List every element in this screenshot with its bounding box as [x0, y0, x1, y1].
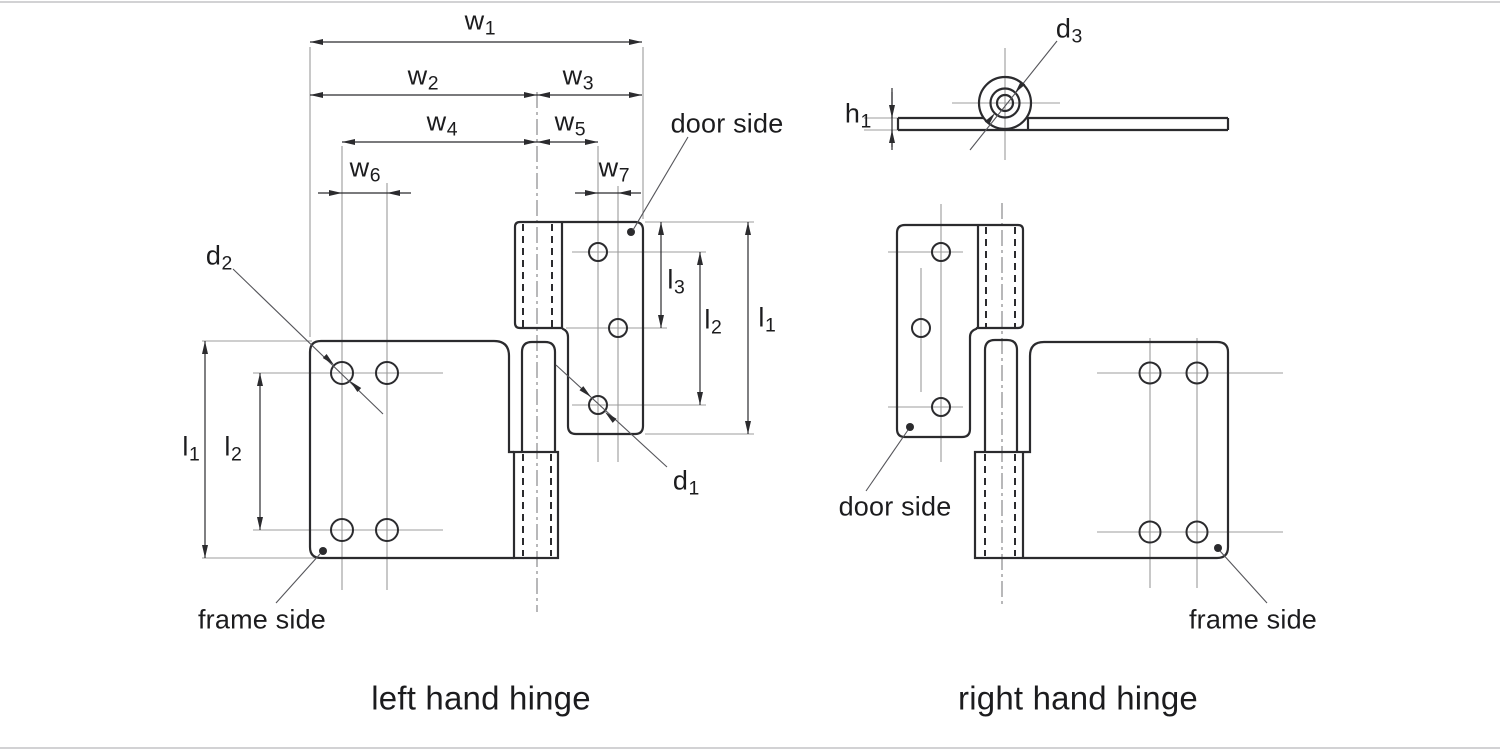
dim-label-w7: w7 [598, 152, 630, 187]
dim-label-w3: w3 [562, 60, 594, 95]
right-hinge-frame-leaf-outline [1024, 340, 1230, 560]
d3-arrowheads [984, 81, 1026, 125]
left-hinge-middle-knuckle [520, 340, 557, 452]
right-hinge-leaf-edge-profile [896, 116, 1230, 132]
dim-label-h1: h1 [844, 98, 872, 133]
door-side-label-right: door side [838, 491, 952, 522]
dim-label-l2-right: l2 [704, 304, 722, 339]
d2-arrowheads [322, 354, 362, 392]
left-hinge-front-view [202, 39, 754, 612]
dim-label-w4: w4 [426, 106, 458, 141]
left-hinge-screw-holes [330, 242, 628, 542]
right-hinge-bottom-knuckle-bore-hidden-lines [984, 454, 1016, 556]
left-hinge-frame-leaf-outline [308, 339, 514, 560]
caption-left-hand-hinge: left hand hinge [371, 679, 591, 717]
dim-label-l2-left: l2 [224, 431, 242, 466]
dim-label-w6: w6 [349, 152, 381, 187]
top-rule [0, 1, 1500, 3]
right-hinge-middle-knuckle [983, 338, 1019, 452]
dim-label-l1-right: l1 [758, 302, 776, 337]
left-hinge-leader-lines [232, 136, 689, 604]
dim-label-w5: w5 [554, 106, 586, 141]
dim-label-w2: w2 [407, 60, 439, 95]
left-hinge-bottom-knuckle-bore-hidden-lines [522, 454, 552, 556]
caption-right-hand-hinge: right hand hinge [958, 679, 1198, 717]
left-hinge-dimension-lines [202, 39, 751, 558]
left-hinge-door-leaf-outline [513, 220, 645, 436]
right-hinge-barrel-circles [977, 75, 1033, 131]
d1-arrowheads [579, 386, 617, 423]
right-hinge-leader-lines [865, 429, 1268, 604]
right-hinge-top-knuckle-bore-hidden-lines [985, 227, 1016, 328]
right-hinge-centerlines [888, 204, 1283, 588]
left-hinge-bottom-knuckle [512, 450, 560, 560]
right-hinge-screw-holes [911, 242, 1209, 544]
dim-label-d2: d2 [205, 240, 233, 275]
right-hinge-top-view [864, 40, 1230, 160]
right-hinge-bottom-knuckle [973, 450, 1025, 560]
left-hinge-top-knuckle-bore-hidden-lines [522, 224, 553, 328]
frame-side-marker-dot-left [319, 547, 327, 555]
frame-side-label-left: frame side [197, 604, 327, 635]
right-hinge-front-view [865, 203, 1283, 607]
frame-side-marker-dot-right [1214, 544, 1222, 552]
bottom-rule [0, 747, 1500, 749]
dim-label-w1: w1 [464, 5, 496, 40]
door-side-label-left: door side [670, 108, 784, 139]
dim-label-l1-left: l1 [182, 431, 200, 466]
dim-label-l3-right: l3 [667, 264, 685, 299]
left-hinge-centerlines [202, 47, 754, 590]
frame-side-label-right: frame side [1188, 604, 1318, 635]
right-hinge-door-leaf-outline [895, 223, 1025, 439]
dim-label-d1: d1 [672, 465, 700, 500]
dim-label-d3: d3 [1055, 13, 1083, 48]
d3-leader-line [969, 40, 1058, 151]
door-side-marker-dot-right [906, 423, 914, 431]
